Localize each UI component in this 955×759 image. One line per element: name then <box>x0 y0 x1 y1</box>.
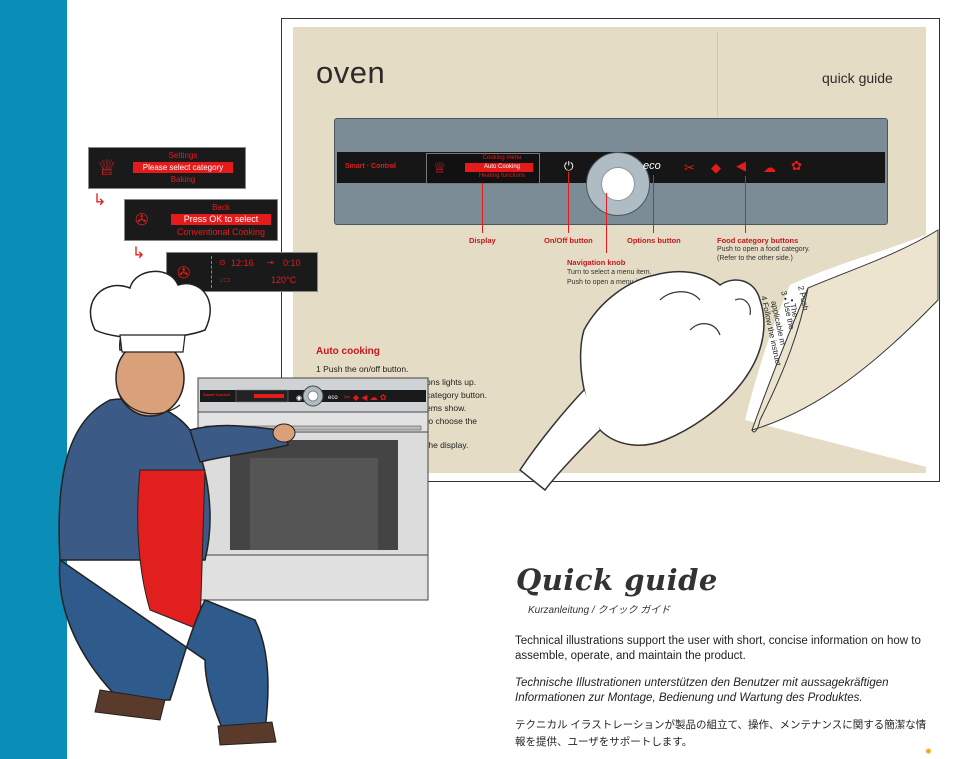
svg-text:eco: eco <box>328 395 338 401</box>
screen-settings-line1: Settings <box>168 151 198 160</box>
food-category-icon-5[interactable]: ✿ <box>791 158 802 173</box>
eco-icon[interactable]: eco <box>643 160 661 172</box>
panel-display-line1: Cooking menu <box>482 155 522 161</box>
navigation-knob-center[interactable] <box>601 167 635 201</box>
panel-display-line2: Auto Cooking <box>483 164 521 170</box>
quick-guide-script-title: Quick guide <box>516 563 718 597</box>
food-category-icon-2[interactable]: ◆ <box>711 160 721 175</box>
panel-brand: Smart · Control <box>345 163 396 170</box>
curved-arrow-icon: ↳ <box>132 245 146 262</box>
chef-hat-icon: ♕ <box>433 160 447 177</box>
curved-arrow-icon: ↳ <box>93 192 107 209</box>
auto-step-6: the display. <box>426 440 469 450</box>
auto-cooking-title: Auto cooking <box>316 346 380 357</box>
paragraph-german: Technische Illustrationen unterstützen d… <box>515 677 889 704</box>
callout-knob-desc1: Turn to select a menu item. <box>567 269 652 276</box>
callout-line-knob <box>606 193 607 253</box>
food-category-icon-3[interactable]: ◀ <box>736 158 746 173</box>
callout-options: Options button <box>627 236 681 245</box>
screen-status-divider <box>211 256 213 288</box>
callout-knob: Navigation knob <box>567 258 626 267</box>
auto-step-5: to choose the <box>426 416 478 426</box>
paragraph-japanese: テクニカル イラストレーションが製品の組立て、操作、メンテナンスに関する簡潔な情… <box>515 719 927 748</box>
screen-cooking-line3: Conventional Cooking <box>176 227 266 237</box>
screen-cooking-highlight <box>171 214 271 225</box>
clock-icon: ⊙ <box>219 258 226 267</box>
auto-step-2: ons lights up. <box>426 377 477 387</box>
food-category-icon-4[interactable]: ☁ <box>763 160 776 175</box>
panel-display-highlight <box>465 163 533 172</box>
auto-step-1: 1 Push the on/off button. <box>316 364 409 374</box>
svg-text:✂ ◆ ◀ ☁ ✿: ✂ ◆ ◀ ☁ ✿ <box>344 393 387 402</box>
paragraph-english: Technical illustrations support the user… <box>515 635 921 662</box>
svg-text:◉: ◉ <box>296 395 302 402</box>
screen-settings: ♕ Settings Please select category Baking <box>88 147 246 189</box>
power-icon[interactable]: ⏻ <box>564 159 574 173</box>
callout-onoff: On/Off button <box>544 236 593 245</box>
timer-icon: ⇥ <box>267 258 274 267</box>
callout-food-desc2: (Refer to the other side.) <box>717 255 793 262</box>
fan-icon: ✇ <box>135 212 149 229</box>
screen-settings-line2: Please select category <box>142 163 224 172</box>
callout-knob-desc2: Push to open a menu item. <box>567 279 651 286</box>
callout-food: Food category buttons <box>717 236 799 245</box>
auto-step-3: category button. <box>426 390 487 400</box>
food-category-icon-1[interactable]: ✂ <box>684 160 695 175</box>
panel-display-line3: Heating functions <box>478 173 526 179</box>
chef-hat-icon: ♕ <box>97 155 117 180</box>
callout-line-food <box>745 176 746 233</box>
oven-brand: Smart·Control <box>203 392 230 397</box>
callout-food-desc1: Push to open a food category. <box>717 246 810 253</box>
quick-guide-subtitle: Kurzanleitung / クイック ガイド <box>528 605 671 616</box>
callout-line-options <box>653 175 654 233</box>
corner-mark-icon: ✺ <box>925 747 932 756</box>
sheet-title: oven <box>316 55 386 90</box>
screen-status-temp: 120°C <box>271 275 297 285</box>
sheet-divider <box>717 32 718 117</box>
auto-step-4: ems show. <box>426 403 467 413</box>
sheet-subtitle: quick guide <box>822 70 893 86</box>
screen-cooking-line2: Press OK to select <box>183 214 259 224</box>
screen-status-time: 12:16 <box>231 258 254 268</box>
panel-display: ♕ Cooking menu Auto Cooking Heating func… <box>426 153 540 184</box>
screen-cooking: ✇ Back Press OK to select Conventional C… <box>124 199 278 241</box>
fan-icon: ✇ <box>177 265 191 282</box>
screen-settings-line3: Baking <box>170 175 196 184</box>
callout-display: Display <box>469 236 496 245</box>
screen-cooking-line1: Back <box>212 203 230 212</box>
screen-status-timer: 0:10 <box>283 258 301 268</box>
callout-line-onoff <box>568 172 569 233</box>
screen-settings-highlight <box>133 162 233 173</box>
callout-line-display <box>482 183 483 233</box>
thermometer-icon: ↓▭ <box>219 275 231 284</box>
blue-side-strip <box>0 0 67 759</box>
